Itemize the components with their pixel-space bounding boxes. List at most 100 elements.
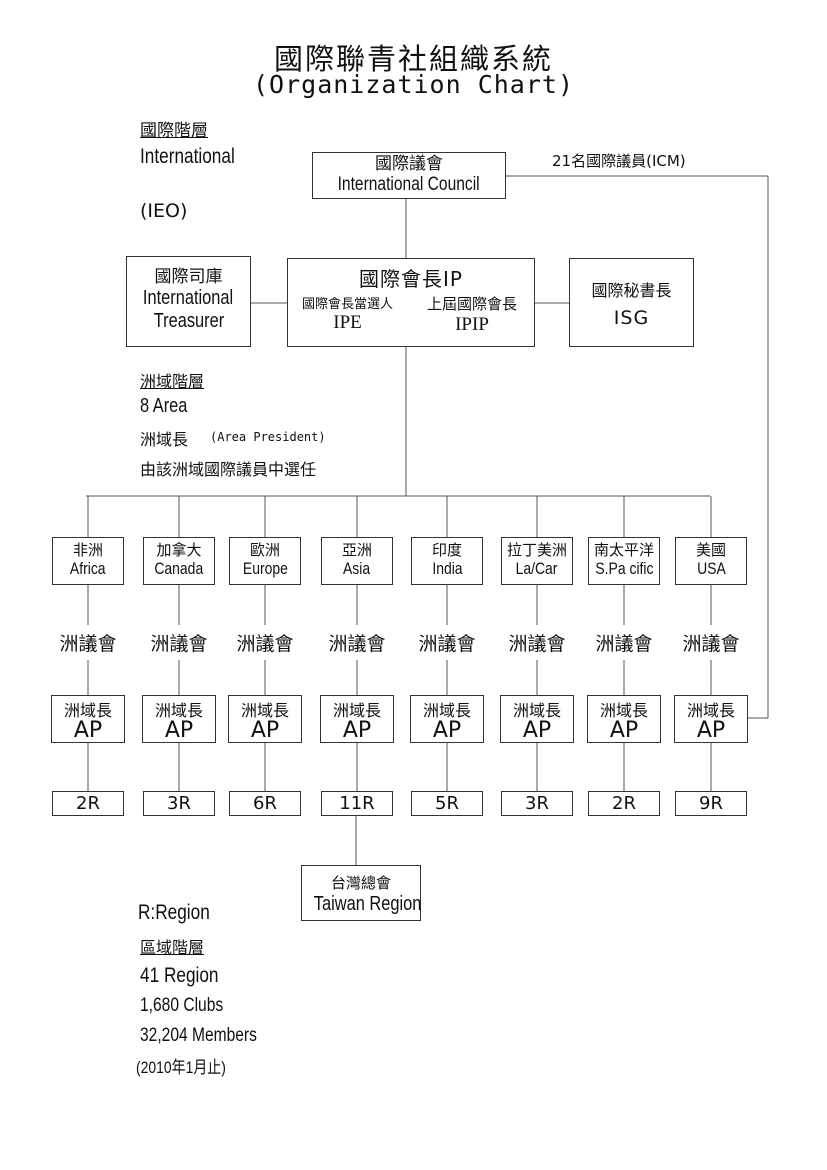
secretary-en: ISG <box>613 307 650 329</box>
ieo-label: (IEO) <box>140 200 188 222</box>
area-name-zh: 非洲 <box>72 541 103 559</box>
ipe-cell: 國際會長當選人 IPE <box>288 293 407 334</box>
taiwan-region-box: 台灣總會 Taiwan Region <box>301 865 421 921</box>
treasurer-zh: 國際司庫 <box>154 267 223 287</box>
president-box: 國際會長IP 國際會長當選人 IPE 上屆國際會長 IPIP <box>287 258 535 347</box>
ap-zh: 洲域長 <box>63 701 112 720</box>
council-zh: 國際議會 <box>375 154 443 174</box>
treasurer-en1: International <box>143 287 234 309</box>
ap-zh: 洲域長 <box>686 701 735 720</box>
ap-en: AP <box>73 718 103 743</box>
area-council-label: 洲議會 <box>231 629 299 656</box>
taiwan-en: Taiwan Region <box>313 893 422 915</box>
area-name-en: La/Car <box>516 559 558 578</box>
chart-title-en: (Organization Chart) <box>252 70 575 99</box>
international-tier-label: 國際階層 <box>140 121 208 141</box>
region-tier-label: 區域階層 <box>140 938 205 957</box>
area-president-en: (Area President) <box>210 430 326 444</box>
area-name-zh: 印度 <box>431 541 462 559</box>
treasurer-box: 國際司庫 International Treasurer <box>126 256 251 347</box>
ap-zh: 洲域長 <box>154 701 203 720</box>
area-council-label: 洲議會 <box>54 629 122 656</box>
international-tier-en: International <box>140 145 235 168</box>
ipe-zh: 國際會長當選人 <box>301 297 393 312</box>
ap-zh: 洲域長 <box>512 701 561 720</box>
area-name-en: India <box>431 559 463 578</box>
area-name-en: Canada <box>154 559 204 578</box>
club-count: 1,680 Clubs <box>140 995 224 1016</box>
ipe-en: IPE <box>333 312 362 333</box>
ipip-zh: 上屆國際會長 <box>426 295 517 313</box>
secretary-zh: 國際秘書長 <box>591 281 672 300</box>
ap-en: AP <box>522 718 552 743</box>
area-name-en: Africa <box>70 559 106 578</box>
area-tier-label: 洲域階層 <box>140 372 205 391</box>
ipip-en: IPIP <box>455 314 489 335</box>
area-name-en: Europe <box>242 559 288 578</box>
area-council-label: 洲議會 <box>590 629 658 656</box>
region-count-box: 2R <box>588 791 660 816</box>
ipip-cell: 上屆國際會長 IPIP <box>408 293 536 336</box>
area-name-zh: 歐洲 <box>249 541 280 559</box>
area-name-zh: 南太平洋 <box>593 541 654 559</box>
area-president-note: 由該洲域國際議員中選任 <box>140 460 317 479</box>
region-count-box: 6R <box>229 791 301 816</box>
ap-en: AP <box>164 718 194 743</box>
area-name-en: Asia <box>343 559 371 578</box>
ap-zh: 洲域長 <box>240 701 289 720</box>
region-count-box: 11R <box>321 791 393 816</box>
area-council-label: 洲議會 <box>145 629 213 656</box>
chart-title-zh: 國際聯青社組織系統 <box>273 42 553 76</box>
icm-label: 21名國際議員(ICM) <box>552 152 686 170</box>
area-name-en: USA <box>696 559 726 578</box>
area-name-en: S.Pa cific <box>595 559 654 578</box>
ap-en: AP <box>342 718 372 743</box>
ap-en: AP <box>696 718 726 743</box>
region-count: 41 Region <box>140 964 219 987</box>
area-name-zh: 拉丁美洲 <box>506 541 567 559</box>
region-count-box: 3R <box>143 791 215 816</box>
area-name-zh: 亞洲 <box>341 541 372 559</box>
area-council-label: 洲議會 <box>503 629 571 656</box>
ap-en: AP <box>609 718 639 743</box>
member-count: 32,204 Members <box>140 1025 257 1046</box>
president-title: 國際會長IP <box>359 267 463 291</box>
area-council-label: 洲議會 <box>677 629 745 656</box>
ap-zh: 洲域長 <box>332 701 381 720</box>
ap-zh: 洲域長 <box>422 701 471 720</box>
treasurer-en2: Treasurer <box>153 310 224 332</box>
taiwan-zh: 台灣總會 <box>330 874 391 892</box>
area-name-zh: 美國 <box>695 541 726 559</box>
area-council-label: 洲議會 <box>323 629 391 656</box>
secretary-box: 國際秘書長 ISG <box>569 258 694 347</box>
region-count-box: 3R <box>501 791 573 816</box>
ap-zh: 洲域長 <box>599 701 648 720</box>
area-president-zh: 洲域長 <box>140 430 189 449</box>
ap-en: AP <box>250 718 280 743</box>
area-count: 8 Area <box>140 395 188 417</box>
region-count-box: 5R <box>411 791 483 816</box>
data-date: (2010年1月止) <box>136 1058 226 1077</box>
area-name-zh: 加拿大 <box>156 541 202 559</box>
region-count-box: 9R <box>675 791 747 816</box>
international-council-box: 國際議會 International Council <box>312 152 506 199</box>
council-en: International Council <box>337 174 481 195</box>
ap-en: AP <box>432 718 462 743</box>
